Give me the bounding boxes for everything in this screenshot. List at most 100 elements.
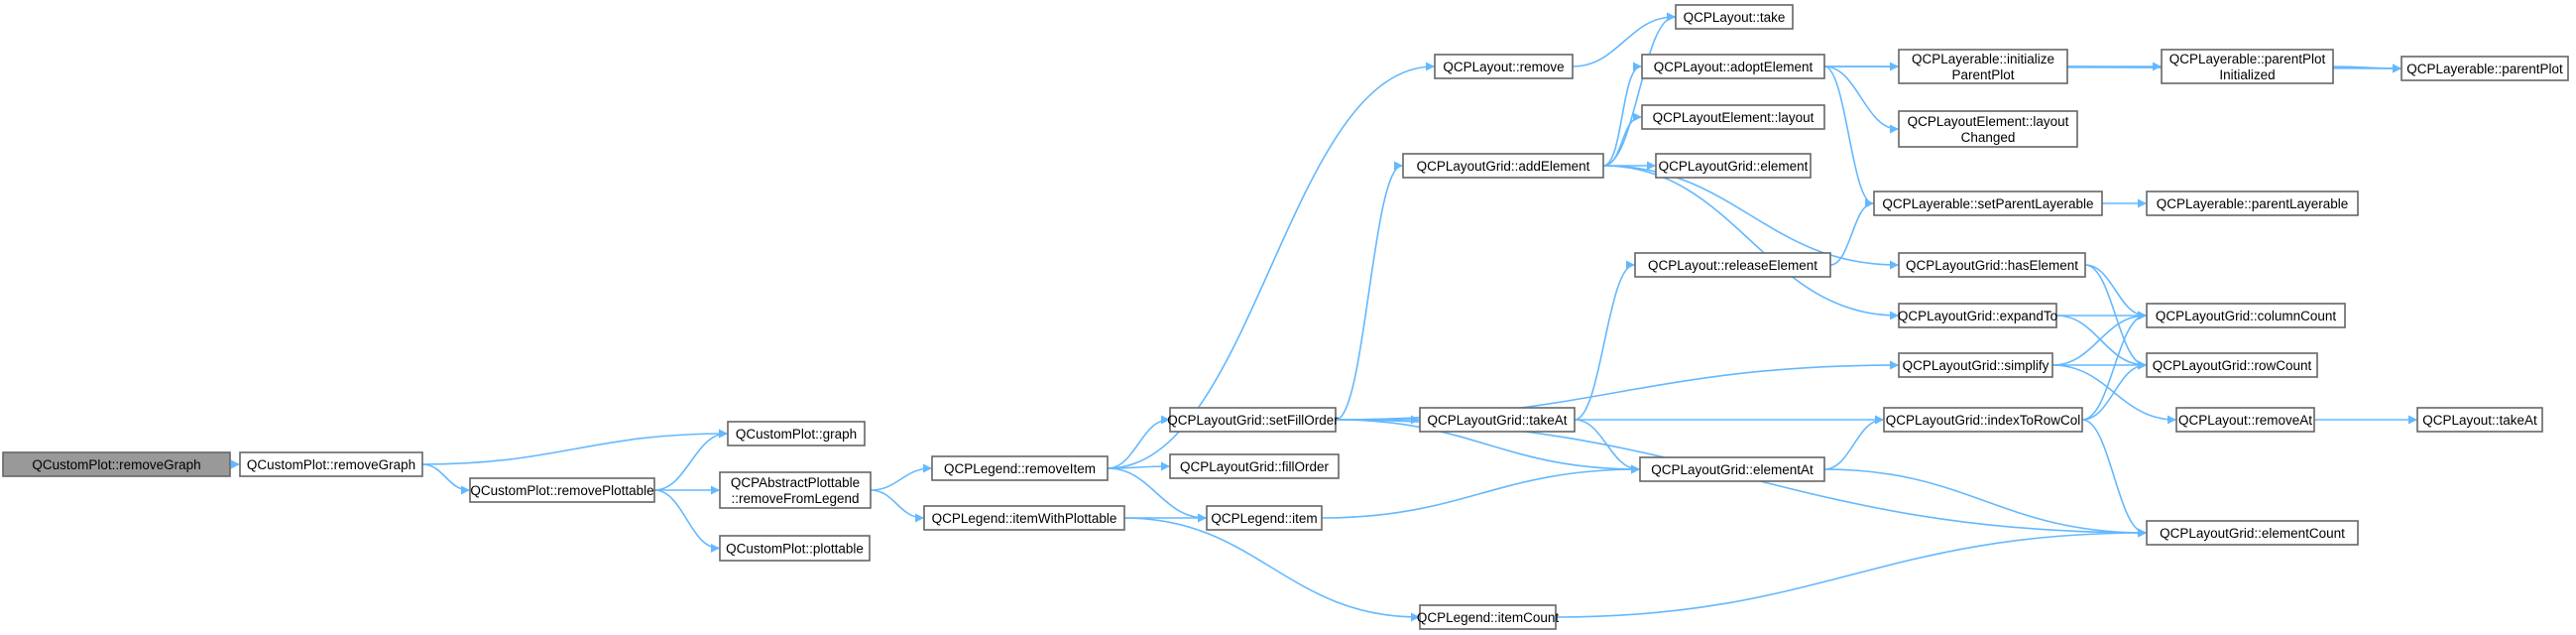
graph-node[interactable]: QCPLayout::remove [1434, 54, 1574, 79]
graph-node[interactable]: QCPLayoutGrid::rowCount [2146, 352, 2318, 378]
graph-node[interactable]: QCPLegend::removeItem [931, 455, 1109, 481]
graph-node[interactable]: QCPAbstractPlottable::removeFromLegend [719, 471, 872, 509]
node-label: QCPLayout::adoptElement [1654, 60, 1814, 74]
edge-n15-n20 [1574, 419, 1640, 474]
node-label: QCPLegend::removeItem [944, 461, 1096, 476]
graph-node[interactable]: QCPLayoutGrid::simplify [1898, 352, 2053, 378]
node-box [2416, 407, 2543, 433]
graph-node[interactable]: QCPLayerable::setParentLayerable [1873, 190, 2103, 216]
graph-node[interactable]: QCustomPlot::plottable [719, 535, 871, 562]
graph-node[interactable]: QCPLayoutElement::layout [1641, 104, 1825, 130]
edge-n16-n22 [1823, 65, 1899, 134]
edge-n25-n31 [2055, 315, 2147, 370]
graph-node[interactable]: QCPLayoutGrid::takeAt [1419, 407, 1576, 433]
edge-n7-n12 [1123, 517, 1420, 622]
node-box [2161, 49, 2334, 84]
graph-node[interactable]: QCPLegend::itemCount [1417, 604, 1560, 630]
graph-node[interactable]: QCPLayoutGrid::columnCount [2146, 303, 2346, 328]
node-box [239, 451, 423, 477]
node-label: QCustomPlot::removeGraph [32, 457, 200, 472]
graph-node[interactable]: QCPLayout::removeAt [2175, 407, 2315, 433]
node-box [1898, 252, 2086, 278]
graph-node[interactable]: QCustomPlot::removeGraph [239, 451, 423, 477]
node-label: QCustomPlot::removeGraph [247, 457, 415, 472]
edge-n16-n23 [1823, 65, 1874, 208]
node-box [1898, 303, 2057, 328]
graph-node[interactable]: QCPLayoutGrid::fillOrder [1169, 453, 1340, 479]
node-box [1675, 4, 1794, 30]
node-label: ::removeFromLegend [731, 491, 859, 506]
node-label: QCPLayoutGrid::setFillOrder [1167, 413, 1339, 428]
node-label: QCPLayoutGrid::indexToRowCol [1886, 413, 2081, 428]
node-label: Changed [1961, 130, 2016, 145]
graph-node[interactable]: QCPLayoutGrid::elementAt [1639, 456, 1825, 482]
edge-n15-n19 [1574, 260, 1635, 421]
graph-node[interactable]: QCPLayerable::parentPlot [2400, 56, 2569, 81]
node-box [1419, 407, 1576, 433]
edge-n28-n34 [2332, 64, 2401, 73]
node-box [1883, 407, 2083, 433]
node-box [923, 505, 1125, 531]
edge-n24-n30 [2084, 264, 2147, 320]
edge-n11-n20 [1321, 464, 1640, 519]
node-box [1402, 153, 1604, 179]
graph-node[interactable]: QCPLayoutGrid::element [1655, 153, 1812, 179]
graph-node[interactable]: QCPLayoutGrid::addElement [1402, 153, 1604, 179]
edge-n19-n23 [1829, 198, 1874, 266]
edge-n6-n11 [1107, 467, 1207, 523]
node-label: QCPLayoutElement::layout [1653, 110, 1815, 125]
node-label: QCPLayoutGrid::addElement [1417, 159, 1590, 174]
node-box [1898, 49, 2068, 84]
edge-n26-n30 [2051, 311, 2147, 366]
edge-layer [230, 12, 2417, 622]
edge-n14-n24 [1602, 165, 1899, 270]
node-box [1641, 54, 1825, 79]
graph-node[interactable]: QCPLayout::releaseElement [1634, 252, 1831, 278]
edge-n20-n27 [1823, 415, 1884, 470]
graph-node[interactable]: QCPLayoutGrid::indexToRowCol [1883, 407, 2083, 433]
graph-node[interactable]: QCPLayerable::parentLayerable [2146, 190, 2359, 216]
node-label: QCPLayout::removeAt [2178, 413, 2312, 428]
graph-node[interactable]: QCPLayout::take [1675, 4, 1794, 30]
node-box [469, 477, 655, 503]
graph-node[interactable]: QCPLayout::adoptElement [1641, 54, 1825, 79]
node-label: QCPLayoutGrid::fillOrder [1180, 459, 1330, 474]
graph-node[interactable]: QCPLegend::itemWithPlottable [923, 505, 1125, 531]
node-box [1419, 604, 1557, 630]
graph-node[interactable]: QCPLayout::takeAt [2416, 407, 2543, 433]
graph-node[interactable]: QCPLegend::item [1206, 505, 1323, 531]
node-label: QCPLayoutGrid::rowCount [2153, 358, 2312, 373]
graph-node[interactable]: QCPLayoutGrid::elementCount [2146, 520, 2359, 546]
node-box [1434, 54, 1574, 79]
node-box [1898, 110, 2078, 148]
node-box [1639, 456, 1825, 482]
node-label: QCustomPlot::graph [736, 427, 857, 442]
graph-node[interactable]: QCustomPlot::graph [727, 421, 866, 446]
node-label: QCPLayoutGrid::expandTo [1898, 309, 2057, 323]
node-label: QCPLayout::releaseElement [1648, 258, 1817, 273]
graph-node[interactable]: QCPLayoutGrid::setFillOrder [1167, 407, 1339, 433]
edge-n9-n20 [1335, 419, 1640, 474]
node-label: QCPLayerable::setParentLayerable [1882, 196, 2093, 211]
root-node: QCustomPlot::removeGraph [2, 451, 231, 477]
edge-n14-n16 [1602, 62, 1642, 167]
node-box [719, 471, 872, 509]
edge-n14-n17 [1602, 112, 1642, 167]
node-label: QCPLayoutGrid::takeAt [1427, 413, 1567, 428]
graph-node[interactable]: QCustomPlot::removePlottable [469, 477, 655, 503]
node-label: QCPLayout::remove [1443, 60, 1564, 74]
edge-n20-n33 [1823, 468, 2147, 538]
graph-node[interactable]: QCPLayoutGrid::expandTo [1898, 303, 2057, 328]
node-label: QCPLayoutGrid::elementCount [2160, 526, 2345, 541]
edge-n3-n2 [653, 429, 728, 491]
edge-n8-n13 [1572, 12, 1676, 67]
graph-node[interactable]: QCPLayoutGrid::hasElement [1898, 252, 2086, 278]
node-label: QCPLayoutGrid::columnCount [2156, 309, 2337, 323]
node-label: QCPLegend::itemWithPlottable [932, 511, 1117, 526]
edge-n1-n2 [421, 429, 728, 465]
